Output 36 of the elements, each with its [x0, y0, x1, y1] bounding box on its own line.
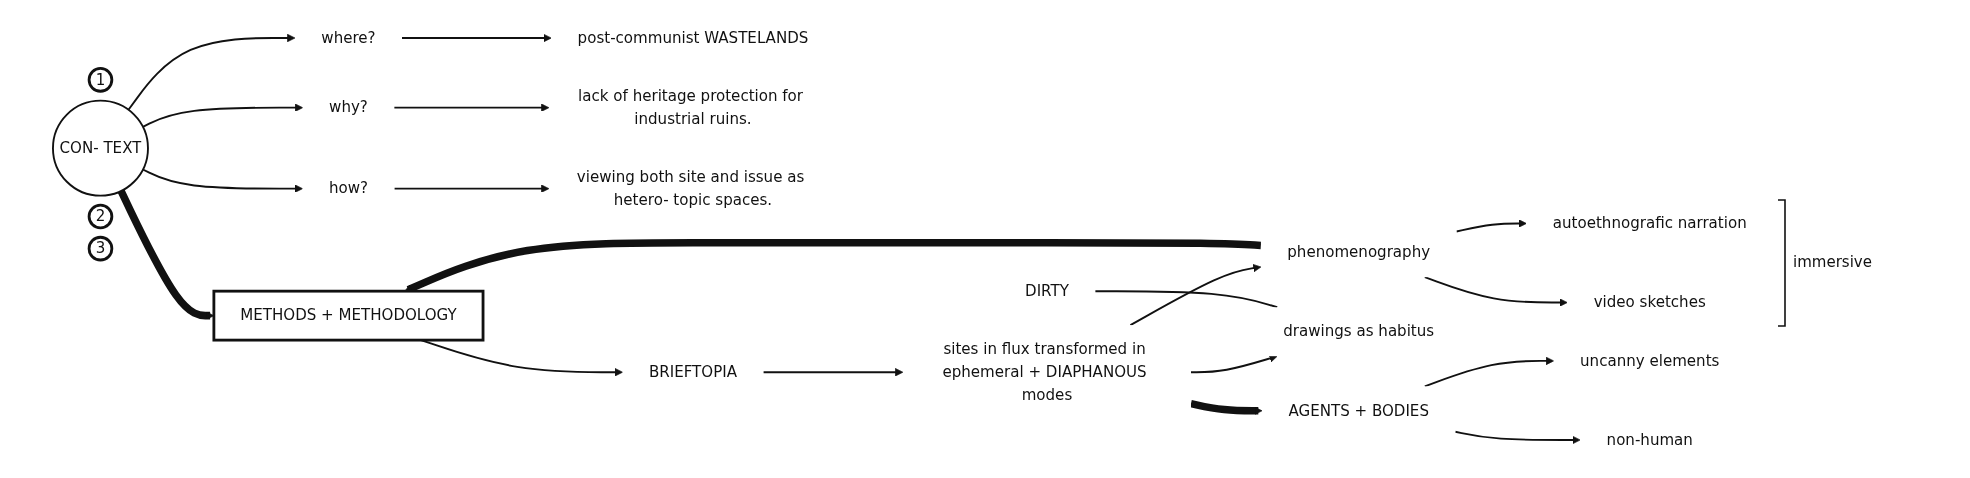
arrow	[393, 184, 550, 193]
arrow	[1190, 399, 1263, 415]
arrow	[762, 368, 904, 377]
node-text: DIRTY	[1025, 281, 1069, 300]
arrow	[127, 33, 296, 111]
node-text: non-human	[1606, 430, 1693, 449]
node-text: post-communist WASTELANDS	[577, 28, 809, 47]
node-text: autoethnografic narration	[1552, 214, 1747, 232]
node-text: video sketches	[1593, 293, 1706, 312]
node-circle: 1	[87, 67, 114, 93]
arrow	[141, 168, 303, 193]
node-text: drawings as habitus	[1283, 322, 1435, 341]
node-text: viewing both site and issue as hetero- topic spaces.	[576, 167, 805, 209]
node-text: phenomenography	[1287, 243, 1431, 262]
arrow	[1129, 264, 1262, 327]
node-box: METHODS + METHODOLOGY	[212, 289, 485, 342]
arrow	[393, 103, 550, 112]
arrow	[141, 103, 304, 128]
node-circle: 3	[87, 235, 114, 262]
arrow	[1423, 276, 1568, 307]
node-text: BRIEFTOPIA	[648, 362, 737, 381]
node-text: sites in flux transformed in ephemeral + DIAPHANOUS modes	[942, 340, 1147, 404]
connector	[1094, 290, 1279, 309]
node-circle: 2	[87, 203, 114, 230]
node-text: why?	[329, 98, 368, 117]
node-text: lack of heritage protection for industrial ruins.	[578, 86, 804, 128]
node-text: uncanny elements	[1580, 351, 1720, 370]
arrow	[1454, 430, 1581, 445]
arrow	[1455, 219, 1527, 233]
node-text: AGENTS + BODIES	[1288, 401, 1429, 420]
node-text: where?	[321, 28, 376, 47]
node-circle: CON- TEXT	[52, 99, 149, 197]
arrow	[401, 33, 552, 43]
node-text: how?	[328, 179, 368, 198]
arrow	[1423, 356, 1555, 388]
arrow	[1190, 354, 1278, 374]
